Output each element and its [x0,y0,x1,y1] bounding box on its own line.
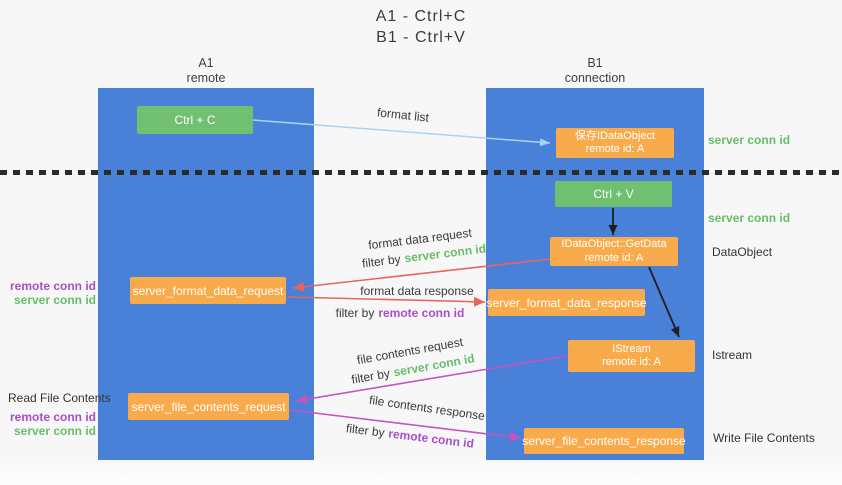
annotation-remote-conn-id-file: remote conn id [9,410,96,424]
annotation-server-conn-id-top: server conn id [708,133,791,147]
annotation-server-conn-id-format: server conn id [13,293,96,307]
filter-by-text: filter by [345,421,386,440]
annotation-server-conn-id-mid: server conn id [708,211,791,225]
annotation-read-file-contents: Read File Contents [8,391,111,405]
node-ctrl-c: Ctrl + C [137,106,253,134]
edge-label-format-data-response: format data response [360,284,474,298]
node-format-response-label: server_format_data_response [486,295,647,310]
node-server-format-data-request: server_format_data_request [130,277,286,304]
diagram-title: A1 - Ctrl+C B1 - Ctrl+V [0,6,842,48]
annotation-dataobject: DataObject [712,245,773,259]
node-ctrl-v: Ctrl + V [555,181,672,207]
node-save-idataobject-line1: 保存IDataObject [574,129,656,142]
remote-conn-id-text: remote conn id [378,306,465,320]
session-divider [0,170,842,175]
node-idataobject-getdata: IDataObject::GetData remote id: A [550,237,678,266]
lane-b1-subtitle: connection [564,71,626,85]
node-server-file-contents-response: server_file_contents_response [522,428,686,454]
node-server-file-contents-request: server_file_contents_request [128,393,289,420]
node-istream-line2: remote id: A [602,356,661,368]
lane-a1-subtitle: remote [186,71,226,85]
annotation-write-file-contents: Write File Contents [713,431,815,445]
lane-b1-name: B1 [587,56,603,70]
node-save-idataobject: 保存IDataObject remote id: A [556,128,674,158]
node-ctrl-v-label: Ctrl + V [593,187,634,201]
node-server-format-data-response: server_format_data_response [486,289,647,316]
filter-by-text: filter by [361,251,402,271]
lane-header-b1: B1 connection [486,56,704,86]
node-getdata-line1: IDataObject::GetData [561,238,667,250]
lane-a1-name: A1 [198,56,214,70]
edge-label-format-list: format list [376,105,430,125]
node-file-response-label: server_file_contents_response [522,434,686,448]
annotation-server-conn-id-file: server conn id [13,424,96,438]
node-getdata-line2: remote id: A [584,251,644,264]
node-file-request-label: server_file_contents_request [131,399,286,414]
lane-header-a1: A1 remote [98,56,314,86]
remote-conn-id-text: remote conn id [387,426,475,451]
node-istream-line1: IStream [612,342,651,355]
annotation-remote-conn-id-format: remote conn id [9,279,96,293]
filter-by-text: filter by [350,366,391,387]
title-line-2: B1 - Ctrl+V [376,29,466,46]
node-ctrl-c-label: Ctrl + C [174,113,216,127]
node-istream: IStream remote id: A [568,340,695,372]
node-format-request-label: server_format_data_request [132,283,284,298]
filter-by-text: filter by [335,306,375,320]
title-line-1: A1 - Ctrl+C [375,8,467,25]
edge-label-file-contents-response: file contents response [368,392,486,424]
node-save-idataobject-line2: remote id: A [585,143,645,155]
annotation-istream: Istream [712,348,753,362]
